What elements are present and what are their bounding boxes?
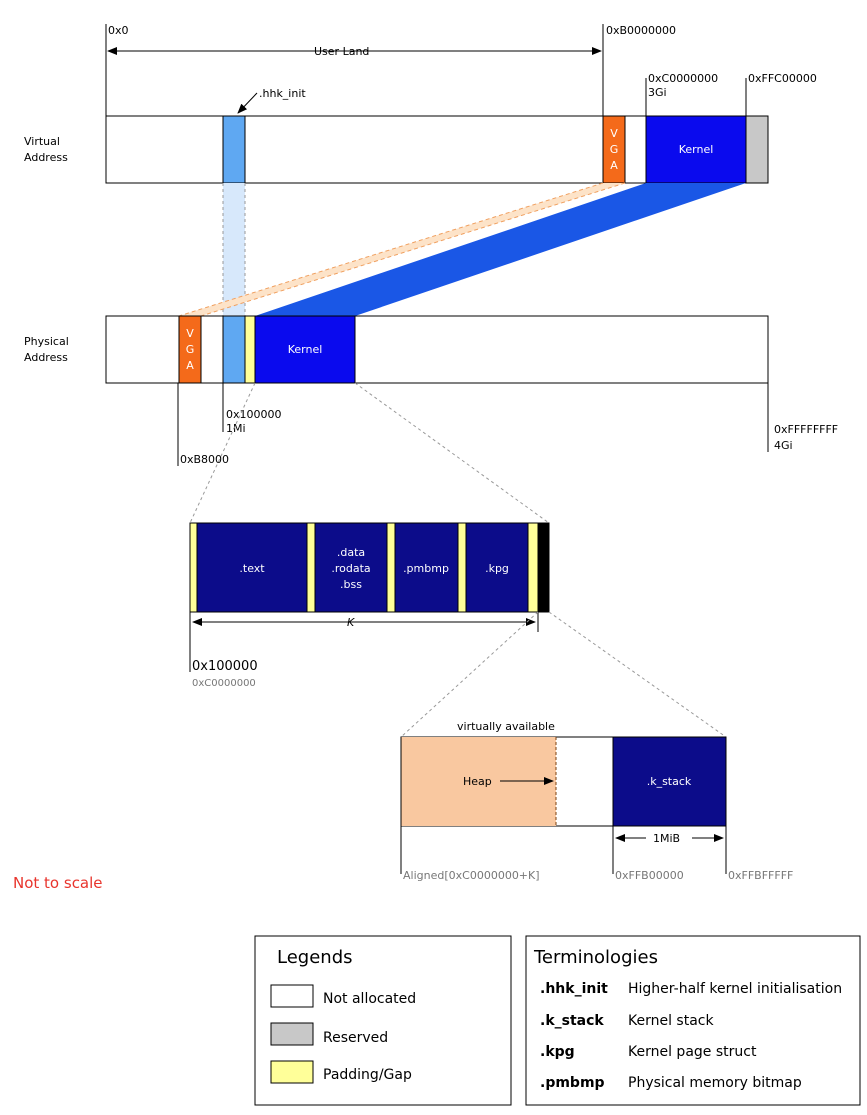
term-pmbmp: .pmbmp [540,1075,605,1091]
k-stack-label: .k_stack [647,775,692,788]
virtual-label-line2: Address [24,151,68,164]
physical-vga-letter-a: A [186,359,194,372]
kpg-section-label: .kpg [485,562,509,575]
text-section-block [196,522,308,613]
hhk-init-mapping-band [223,183,245,316]
term-k-stack: .k_stack [540,1013,604,1029]
virtual-hhk-init-block [222,115,246,184]
k-stack-block [612,736,727,827]
kernel-mapping-band [255,183,746,316]
virtual-address-row: Virtual Address 0x0 User Land 0xB0000000… [24,24,817,184]
vga-mapping-band [179,183,625,316]
kernel-start-virtual-address: 0xC0000000 [192,678,256,689]
pmbmp-section-block [394,522,459,613]
physical-hhk-address-note: 1Mi [226,422,246,435]
physical-address-bar [105,315,769,384]
physical-kernel-block [254,315,356,384]
term-hhk-init-description: Higher-half kernel initialisation [628,981,842,997]
kernel-start-physical-address: 0x100000 [192,659,258,674]
data-section-label: .data [337,546,365,559]
virtual-kernel-address-note: 3Gi [648,86,667,99]
physical-label-line2: Address [24,351,68,364]
terminologies-box: Terminologies .hhk_init Higher-half kern… [525,935,861,1106]
term-k-stack-description: Kernel stack [628,1013,714,1029]
virtual-label-line1: Virtual [24,135,60,148]
term-kpg: .kpg [540,1044,575,1060]
virtual-vga-letter-a: A [610,159,618,172]
virtually-available-label: virtually available [457,720,555,733]
virtual-start-address: 0x0 [108,24,129,37]
term-pmbmp-description: Physical memory bitmap [628,1075,802,1091]
physical-end-address-note: 4Gi [774,439,793,452]
heap-start-address: Aligned[0xC0000000+K] [403,869,540,882]
legends-box: Legends Not allocated Reserved Padding/G… [254,935,512,1106]
physical-vga-letter-v: V [186,327,194,340]
virtual-kernel-address: 0xC0000000 [648,72,718,85]
virtual-kernel-label: Kernel [679,143,714,156]
kernel-sections-detail: .text .data .rodata .bss .pmbmp .kpg K 0… [189,522,550,689]
not-to-scale-note: Not to scale [13,874,103,892]
legend-label-reserved: Reserved [323,1030,388,1046]
data-section-block [314,522,388,613]
k-stack-size-label: 1MiB [653,832,680,845]
k-stack-end-address: 0xFFBFFFFF [728,869,793,882]
legends-title: Legends [277,947,353,968]
physical-padding-block [244,315,256,384]
pmbmp-section-label: .pmbmp [403,562,449,575]
virtual-vga-letter-v: V [610,127,618,140]
text-section-label: .text [239,562,265,575]
user-land-label: User Land [314,45,369,58]
terminologies-title: Terminologies [533,947,658,968]
legend-swatch-reserved [270,1022,314,1046]
term-kpg-description: Kernel page struct [628,1044,757,1060]
virtual-vga-letter-g: G [610,143,619,156]
rodata-section-label: .rodata [331,562,370,575]
physical-vga-address: 0xB8000 [180,453,229,466]
mapping-bands [178,182,746,317]
bss-section-label: .bss [340,578,362,591]
term-hhk-init: .hhk_init [540,981,608,997]
k-stack-start-address: 0xFFB00000 [615,869,684,882]
legend-swatch-padding [270,1060,314,1084]
legend-label-not-allocated: Not allocated [323,991,416,1007]
physical-end-address: 0xFFFFFFFF [774,423,838,436]
physical-vga-block [178,315,202,384]
physical-label-line1: Physical [24,335,69,348]
heap-label: Heap [463,775,492,788]
legend-swatch-not-allocated [270,984,314,1008]
physical-hhk-init-block [222,315,246,384]
virtual-hhk-init-label: .hhk_init [259,87,306,100]
physical-vga-letter-g: G [186,343,195,356]
kpg-section-block [465,522,529,613]
physical-kernel-label: Kernel [288,343,323,356]
physical-address-row: Physical Address V G A Kernel 0x100000 1… [24,315,838,466]
heap-stack-detail: virtually available Heap .k_stack 1MiB A… [400,720,793,882]
k-size-label: K [347,616,355,629]
physical-hhk-address: 0x100000 [226,408,282,421]
virtual-kernel-block [645,115,747,184]
virtual-reserved-address: 0xFFC00000 [748,72,817,85]
legend-label-padding: Padding/Gap [323,1067,412,1083]
heap-stack-region-block [537,522,550,613]
virtual-vga-address: 0xB0000000 [606,24,676,37]
virtual-reserved-block [745,115,769,184]
hhk-init-pointer-arrow [237,92,258,114]
